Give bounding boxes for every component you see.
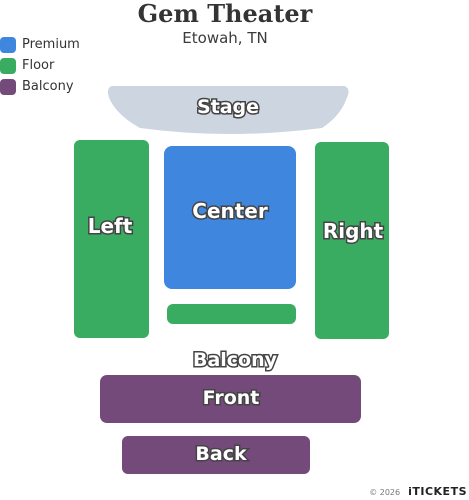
legend-item-floor: Floor — [0, 55, 80, 76]
legend: Premium Floor Balcony — [0, 34, 80, 97]
stage-shape — [107, 86, 349, 134]
section-front[interactable]: Front — [100, 375, 361, 423]
venue-title: Gem Theater — [137, 0, 313, 28]
copyright-text: © 2026 — [369, 488, 401, 497]
legend-label-premium: Premium — [22, 37, 80, 52]
section-back[interactable]: Back — [122, 436, 310, 474]
itickets-logo[interactable]: iTICKETS — [408, 485, 467, 498]
legend-swatch-balcony — [0, 78, 16, 95]
section-center-shape[interactable] — [164, 146, 296, 289]
legend-swatch-floor — [0, 57, 16, 74]
legend-item-premium: Premium — [0, 34, 80, 55]
section-left-label: Left — [88, 214, 133, 238]
stage-label: Stage — [197, 96, 259, 118]
section-back-shape[interactable] — [122, 436, 310, 474]
legend-label-floor: Floor — [22, 58, 55, 73]
legend-label-balcony: Balcony — [22, 79, 74, 94]
stage-section: Stage — [107, 86, 349, 134]
section-floor-strip[interactable] — [167, 304, 296, 324]
floor-strip-shape[interactable] — [167, 304, 296, 324]
section-back-label: Back — [195, 443, 247, 465]
section-left-shape[interactable] — [74, 140, 149, 338]
legend-swatch-premium — [0, 36, 16, 53]
section-right-shape[interactable] — [315, 142, 389, 339]
footer: © 2026 iTICKETS — [369, 485, 467, 498]
section-right-label: Right — [323, 219, 384, 243]
section-center-label: Center — [192, 199, 268, 223]
section-right[interactable]: Right — [315, 142, 389, 339]
section-center[interactable]: Center — [164, 146, 296, 289]
balcony-heading: Balcony — [193, 349, 278, 371]
section-front-label: Front — [203, 387, 260, 409]
section-front-shape[interactable] — [100, 375, 361, 423]
section-left[interactable]: Left — [74, 140, 149, 338]
legend-item-balcony: Balcony — [0, 76, 80, 97]
venue-location: Etowah, TN — [182, 29, 268, 47]
